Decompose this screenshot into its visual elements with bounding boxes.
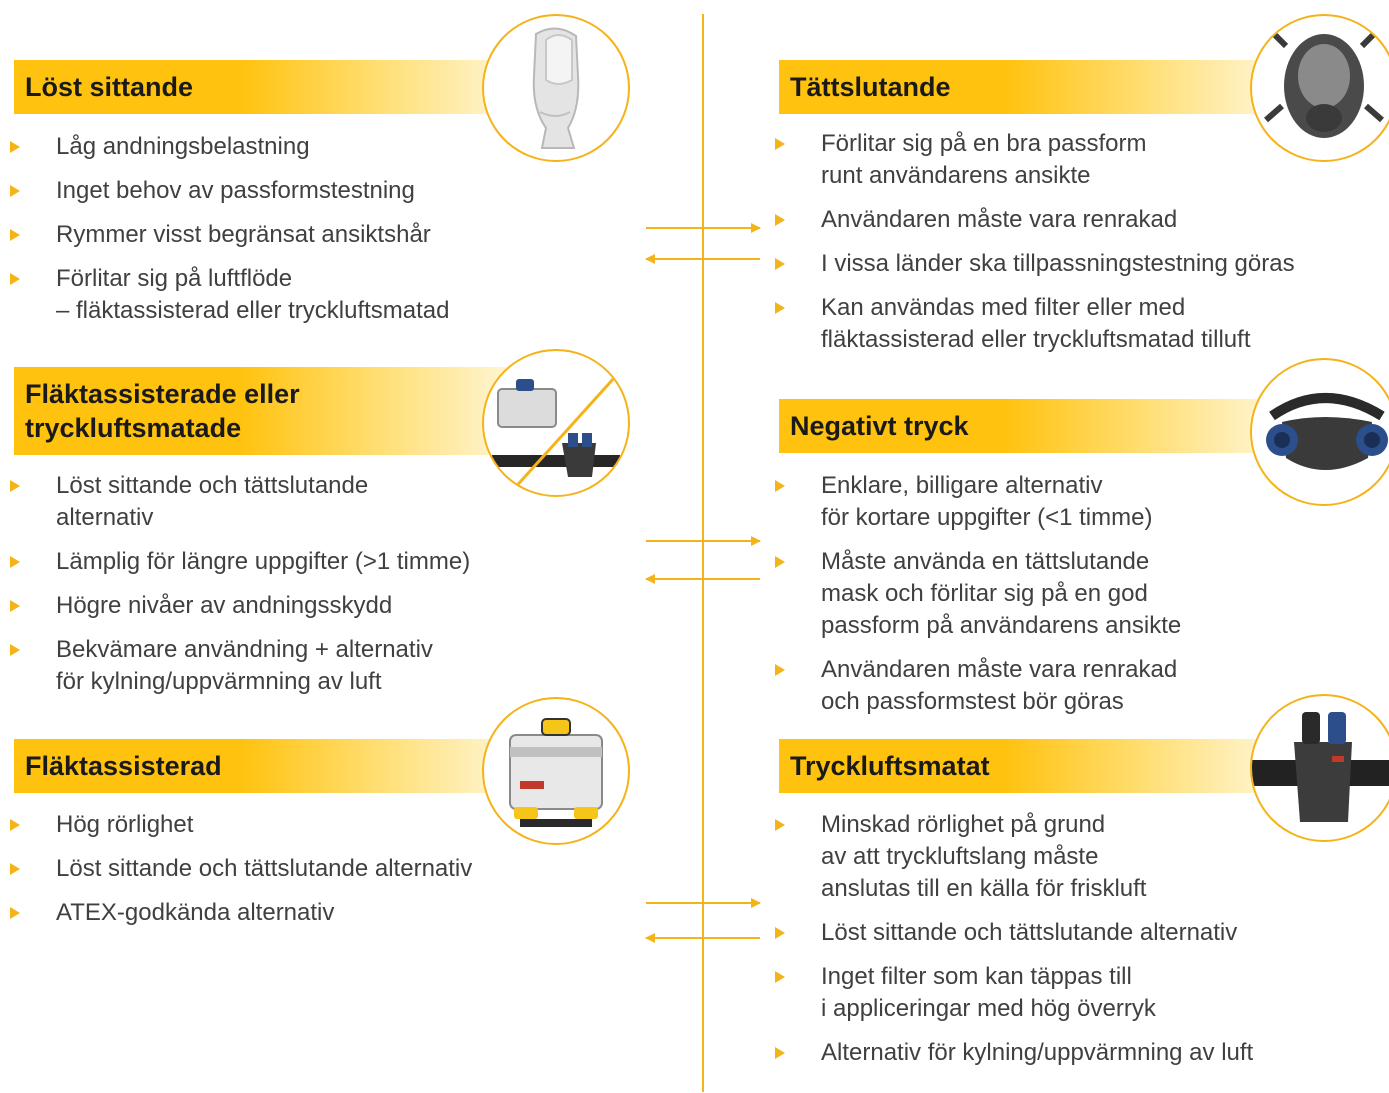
list-item: Löst sittande och tättslutande alternati…: [10, 853, 570, 885]
list-item: Rymmer visst begränsat ansiktshår: [10, 219, 570, 251]
list-item: Löst sittande och tättslutande alternati…: [775, 917, 1375, 949]
list-item: Användaren måste vara renrakad: [775, 204, 1375, 236]
list-item: Användaren måste vara renrakad och passf…: [775, 654, 1375, 718]
list-item: Minskad rörlighet på grund av att tryckl…: [775, 809, 1375, 905]
bullet-list: Minskad rörlighet på grund av att tryckl…: [775, 809, 1375, 1081]
section-title: Tryckluftsmatat: [790, 751, 990, 781]
bullet-list: Förlitar sig på en bra passform runt anv…: [775, 128, 1375, 368]
bullet-list: Låg andningsbelastning Inget behov av pa…: [10, 131, 570, 339]
section-title: Fläktassisterade eller tryckluftsmatade: [25, 379, 300, 443]
list-item: Inget filter som kan täppas till i appli…: [775, 961, 1375, 1025]
list-item: Högre nivåer av andningsskydd: [10, 590, 570, 622]
list-item: Bekvämare användning + alternativ för ky…: [10, 634, 570, 698]
list-item: Kan användas med filter eller med fläkta…: [775, 292, 1375, 356]
section-header-supplied-air: Tryckluftsmatat: [779, 739, 1279, 793]
list-item: Förlitar sig på en bra passform runt anv…: [775, 128, 1375, 192]
section-header-loose-fitting: Löst sittande: [14, 60, 514, 114]
list-item: Enklare, billigare alternativ för kortar…: [775, 470, 1375, 534]
list-item: Inget behov av passformstestning: [10, 175, 570, 207]
list-item: Låg andningsbelastning: [10, 131, 570, 163]
list-item: Lämplig för längre uppgifter (>1 timme): [10, 546, 570, 578]
powered-or-supplied-air-icon: [482, 349, 630, 497]
list-item: Förlitar sig på luftflöde – fläktassiste…: [10, 263, 570, 327]
section-title: Löst sittande: [25, 72, 194, 102]
list-item: ATEX-godkända alternativ: [10, 897, 570, 929]
half-mask-icon: [1250, 358, 1389, 506]
list-item: Måste använda en tättslutande mask och f…: [775, 546, 1375, 642]
section-title: Fläktassisterad: [25, 751, 222, 781]
bullet-list: Hög rörlighet Löst sittande och tättslut…: [10, 809, 570, 941]
full-face-mask-icon: [1250, 14, 1389, 162]
supplied-air-valve-icon: [1250, 694, 1389, 842]
section-header-tight-fitting: Tättslutande: [779, 60, 1279, 114]
section-header-powered-or-supplied: Fläktassisterade eller tryckluftsmatade: [14, 367, 514, 455]
list-item: Löst sittande och tättslutande alternati…: [10, 470, 570, 534]
bullet-list: Enklare, billigare alternativ för kortar…: [775, 470, 1375, 730]
list-item: Alternativ för kylning/uppvärmning av lu…: [775, 1037, 1375, 1069]
loose-hood-icon: [482, 14, 630, 162]
section-title: Negativt tryck: [790, 411, 969, 441]
list-item: Hög rörlighet: [10, 809, 570, 841]
list-item: I vissa länder ska tillpassningstestning…: [775, 248, 1375, 280]
bullet-list: Löst sittande och tättslutande alternati…: [10, 470, 570, 710]
section-header-negative-pressure: Negativt tryck: [779, 399, 1279, 453]
section-title: Tättslutande: [790, 72, 951, 102]
section-header-powered-air: Fläktassisterad: [14, 739, 514, 793]
powered-air-unit-icon: [482, 697, 630, 845]
